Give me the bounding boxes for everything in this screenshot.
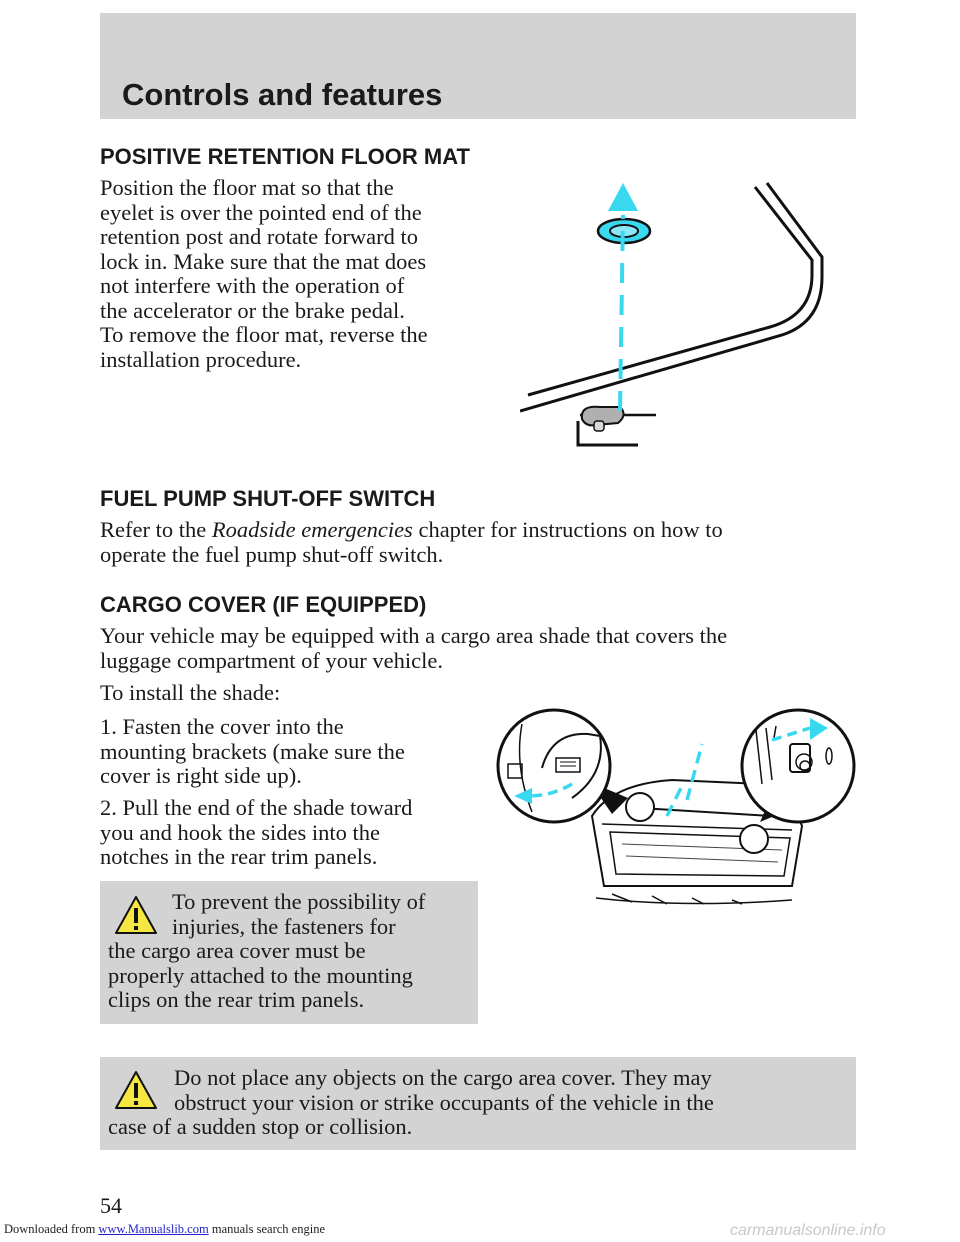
warning-icon	[115, 896, 157, 934]
warning2-text-indented: Do not place any objects on the cargo ar…	[174, 1065, 714, 1115]
text-span: chapter for instructions on how to	[412, 517, 723, 542]
cargo-cover-illustration	[496, 708, 856, 905]
install-intro: To install the shade:	[100, 680, 281, 705]
step-1: 1. Fasten the cover into the mounting br…	[100, 714, 480, 789]
download-footer: Downloaded from www.Manualslib.com manua…	[4, 1222, 325, 1237]
text-line: obstruct your vision or strike occupants…	[174, 1089, 714, 1115]
heading-fuel-pump: FUEL PUMP SHUT-OFF SWITCH	[100, 486, 436, 511]
footer-prefix: Downloaded from	[4, 1222, 99, 1236]
heading-floor-mat: POSITIVE RETENTION FLOOR MAT	[100, 144, 470, 169]
text-line: Position the floor mat so that the	[100, 175, 394, 200]
text-line: mounting brackets (make sure the	[100, 738, 405, 764]
chapter-reference: Roadside emergencies	[211, 517, 413, 542]
warning-text-indented: To prevent the possibility of injuries, …	[172, 889, 426, 939]
text-line: 2. Pull the end of the shade toward	[100, 795, 413, 820]
heading-cargo-cover: CARGO COVER (IF EQUIPPED)	[100, 592, 427, 617]
step-2: 2. Pull the end of the shade toward you …	[100, 795, 480, 870]
text-line: cover is right side up).	[100, 763, 302, 788]
page-number: 54	[100, 1193, 122, 1218]
text-line: installation procedure.	[100, 346, 302, 372]
footer-suffix: manuals search engine	[208, 1222, 325, 1236]
text-line: the cargo area cover must be	[108, 938, 366, 963]
text-line: luggage compartment of your vehicle.	[100, 647, 444, 673]
text-line: 1. Fasten the cover into the	[100, 714, 344, 739]
text-line: Your vehicle may be equipped with a carg…	[100, 623, 728, 648]
text-line: case of a sudden stop or collision.	[108, 1114, 413, 1139]
text-line: the accelerator or the brake pedal.	[100, 297, 405, 323]
text-line: operate the fuel pump shut-off switch.	[100, 541, 444, 567]
header-bar: Controls and features	[100, 13, 856, 119]
text-line: injuries, the fasteners for	[172, 913, 396, 939]
text-line: properly attached to the mounting	[108, 962, 413, 988]
text-line: eyelet is over the pointed end of the	[100, 199, 422, 225]
text-line: not interfere with the operation of	[100, 273, 405, 298]
text-span: Refer to the	[100, 517, 212, 542]
warning-box-cargo-fasteners: To prevent the possibility of injuries, …	[100, 881, 478, 1024]
floor-mat-paragraph: Position the floor mat so that the eyele…	[100, 175, 500, 372]
floor-mat-illustration	[520, 182, 824, 447]
text-line: notches in the rear trim panels.	[100, 844, 378, 869]
warning-icon	[115, 1071, 157, 1109]
warning-text-full: the cargo area cover must be properly at…	[108, 938, 413, 1013]
page-section-title: Controls and features	[122, 77, 443, 112]
cargo-intro-paragraph: Your vehicle may be equipped with a carg…	[100, 623, 860, 673]
text-line: Do not place any objects on the cargo ar…	[174, 1065, 712, 1090]
text-line: lock in. Make sure that the mat does	[100, 248, 427, 274]
manualslib-link[interactable]: www.Manualslib.com	[98, 1222, 209, 1236]
text-line: you and hook the sides into the	[100, 819, 380, 845]
text-line: clips on the rear trim panels.	[108, 987, 365, 1012]
fuel-pump-line-1: Refer to the Roadside emergencies chapte…	[100, 517, 860, 543]
text-line: retention post and rotate forward to	[100, 224, 419, 249]
fuel-pump-paragraph: Refer to the Roadside emergencies chapte…	[100, 517, 860, 567]
text-line: To prevent the possibility of	[172, 889, 426, 914]
warning2-text-full: case of a sudden stop or collision.	[108, 1114, 413, 1140]
warning-box-cargo-objects: Do not place any objects on the cargo ar…	[100, 1057, 856, 1150]
watermark: carmanualsonline.info	[730, 1222, 886, 1239]
text-line: To remove the floor mat, reverse the	[100, 322, 428, 347]
